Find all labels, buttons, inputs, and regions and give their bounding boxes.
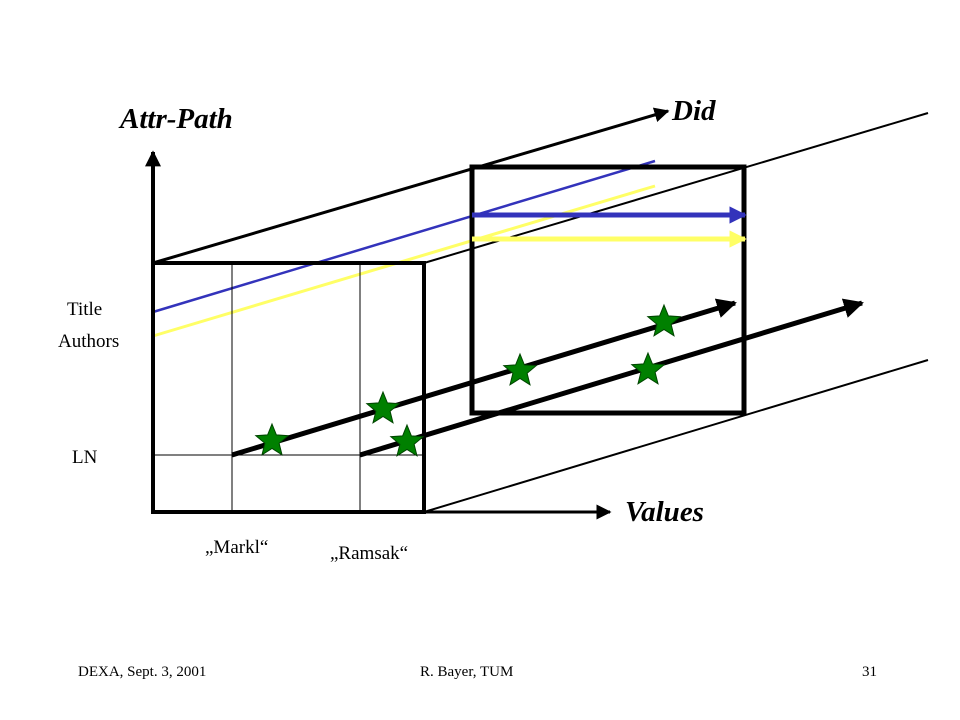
star-icon xyxy=(502,352,538,386)
attr-label-title: Title xyxy=(67,299,102,320)
attr-path-axis-label: Attr-Path xyxy=(118,103,233,135)
attr-label-ln: LN xyxy=(72,447,98,468)
did-axis-label: Did xyxy=(671,95,716,127)
footer-conference: DEXA, Sept. 3, 2001 xyxy=(78,664,207,680)
footer-page-number: 31 xyxy=(862,664,877,680)
footer-author: R. Bayer, TUM xyxy=(420,664,514,680)
star-icon xyxy=(389,423,425,457)
value-label-ramsak: „Ramsak“ xyxy=(330,543,408,564)
star-icon xyxy=(646,303,682,337)
star-icon xyxy=(254,422,290,456)
did-axis-arrow xyxy=(152,107,670,265)
ramsak-value-path-arrow xyxy=(359,298,864,458)
star-icon xyxy=(365,390,401,424)
attr-label-authors: Authors xyxy=(58,331,119,352)
title-path-line xyxy=(152,159,656,314)
data-points xyxy=(254,303,682,457)
star-icon xyxy=(630,351,666,385)
value-label-markl: „Markl“ xyxy=(205,537,268,558)
markl-value-path-arrow xyxy=(231,298,737,458)
depth-edge-bottom-right xyxy=(423,359,929,513)
query-box xyxy=(469,164,747,416)
values-axis-label: Values xyxy=(625,496,704,528)
